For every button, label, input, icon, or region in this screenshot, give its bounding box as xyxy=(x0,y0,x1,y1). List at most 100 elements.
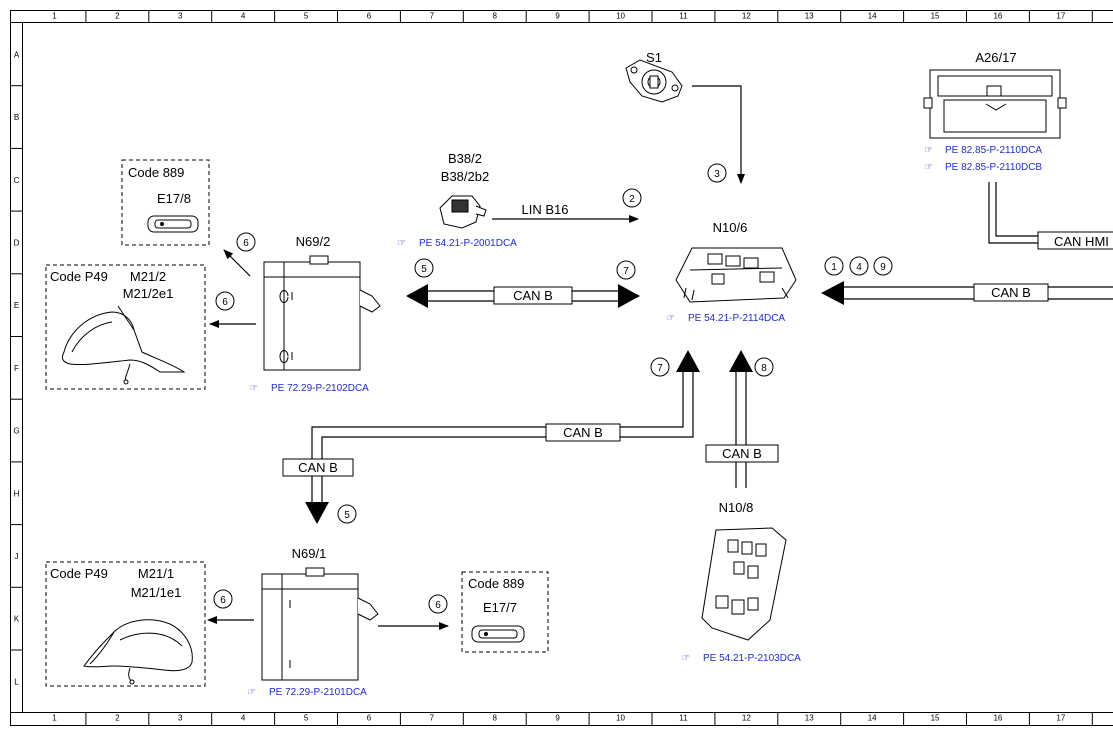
n69-2-ref-icon: ☞ xyxy=(249,383,258,394)
e17-8-lamp-icon xyxy=(148,216,198,232)
lin-b16-label: LIN B16 xyxy=(522,202,569,217)
signal-5-bottom-number: 5 xyxy=(344,510,350,521)
grid-row-J: J xyxy=(15,552,19,561)
grid-col-top-4: 4 xyxy=(241,12,246,21)
code-p49-top-label: Code P49 xyxy=(50,269,108,284)
grid-col-bottom-7: 7 xyxy=(430,714,435,723)
grid-row-E: E xyxy=(14,301,19,310)
can-b-n10-8-bus xyxy=(729,350,753,488)
m21-1-mirror-icon xyxy=(84,620,192,684)
grid-row-D: D xyxy=(14,238,20,247)
n69-1-ref[interactable]: PE 72.29-P-2101DCA xyxy=(269,687,367,698)
n10-6-ref-icon: ☞ xyxy=(666,313,675,324)
grid-col-top-8: 8 xyxy=(493,12,498,21)
signal-9-number: 9 xyxy=(880,262,886,273)
grid-row-C: C xyxy=(14,176,20,185)
n10-6-label: N10/6 xyxy=(713,220,748,235)
can-b-n10-8-label: CAN B xyxy=(722,446,762,461)
a26-17-ref-b[interactable]: PE 82.85-P-2110DCB xyxy=(945,162,1042,173)
signal-7-top-number: 7 xyxy=(623,266,629,277)
grid-col-top-15: 15 xyxy=(931,12,940,21)
can-b-right-label: CAN B xyxy=(991,285,1031,300)
s1-label: S1 xyxy=(646,50,662,65)
grid-col-top-10: 10 xyxy=(616,12,625,21)
code-889-top-label: Code 889 xyxy=(128,165,184,180)
n69-2-label: N69/2 xyxy=(296,234,331,249)
grid-row-B: B xyxy=(14,113,19,122)
signal-6-m21-2-number: 6 xyxy=(222,297,228,308)
n69-1-label: N69/1 xyxy=(292,546,327,561)
b38-2b2-label: B38/2b2 xyxy=(441,169,489,184)
m21-1e1-label: M21/1e1 xyxy=(131,585,182,600)
grid-col-top-12: 12 xyxy=(742,12,751,21)
m21-2-mirror-icon xyxy=(62,306,184,384)
grid-row-F: F xyxy=(14,364,19,373)
grid-col-bottom-14: 14 xyxy=(868,714,877,723)
grid-col-bottom-16: 16 xyxy=(993,714,1002,723)
n10-8-label: N10/8 xyxy=(719,500,754,515)
can-b-middle-label: CAN B xyxy=(563,425,603,440)
grid-row-A: A xyxy=(14,50,20,59)
a26-17-ref-b-icon: ☞ xyxy=(924,162,933,173)
m21-2e1-label: M21/2e1 xyxy=(123,286,174,301)
b38-2-ref-icon: ☞ xyxy=(397,238,406,249)
e17-8-label: E17/8 xyxy=(157,191,191,206)
signal-2-number: 2 xyxy=(629,194,635,205)
can-b-top-label: CAN B xyxy=(513,288,553,303)
grid-col-bottom-3: 3 xyxy=(178,714,183,723)
n69-1-ref-icon: ☞ xyxy=(247,687,256,698)
grid-col-bottom-17: 17 xyxy=(1056,714,1065,723)
grid-col-bottom-10: 10 xyxy=(616,714,625,723)
grid-col-top-16: 16 xyxy=(993,12,1002,21)
can-b-middle-bus xyxy=(305,350,700,524)
grid-col-bottom-4: 4 xyxy=(241,714,246,723)
grid-col-top-9: 9 xyxy=(555,12,560,21)
can-b-right-bus xyxy=(821,281,1113,305)
grid-col-top-11: 11 xyxy=(679,12,688,21)
n10-6-ref[interactable]: PE 54.21-P-2114DCA xyxy=(688,313,785,324)
n10-8-ref-icon: ☞ xyxy=(681,653,690,664)
signal-6-e17-8-number: 6 xyxy=(243,238,249,249)
a26-17-unit-icon xyxy=(924,70,1066,138)
grid-col-top-2: 2 xyxy=(115,12,120,21)
signal-6-m21-1-number: 6 xyxy=(220,595,226,606)
n10-6-module-icon xyxy=(676,248,796,302)
grid-col-bottom-2: 2 xyxy=(115,714,120,723)
grid-col-top-6: 6 xyxy=(367,12,372,21)
signal-5-top-number: 5 xyxy=(421,264,427,275)
grid-col-bottom-12: 12 xyxy=(742,714,751,723)
grid-row-H: H xyxy=(14,489,20,498)
signal-4-number: 4 xyxy=(856,262,862,273)
code-889-bottom-label: Code 889 xyxy=(468,576,524,591)
n10-8-ref[interactable]: PE 54.21-P-2103DCA xyxy=(703,653,801,664)
grid-row-K: K xyxy=(14,615,20,624)
b38-2-ref[interactable]: PE 54.21-P-2001DCA xyxy=(419,238,517,249)
grid-col-bottom-15: 15 xyxy=(931,714,940,723)
e17-7-lamp-icon xyxy=(472,626,524,642)
grid-col-top-5: 5 xyxy=(304,12,309,21)
grid-col-top-17: 17 xyxy=(1056,12,1065,21)
can-b-left-label: CAN B xyxy=(298,460,338,475)
m21-1-label: M21/1 xyxy=(138,566,174,581)
signal-7-middle-number: 7 xyxy=(657,363,663,374)
grid-col-bottom-11: 11 xyxy=(679,714,688,723)
grid-col-bottom-9: 9 xyxy=(555,714,560,723)
signal-6-e17-7-number: 6 xyxy=(435,600,441,611)
grid-col-bottom-6: 6 xyxy=(367,714,372,723)
grid-col-top-7: 7 xyxy=(430,12,435,21)
grid-col-bottom-8: 8 xyxy=(493,714,498,723)
n69-2-ref[interactable]: PE 72.29-P-2102DCA xyxy=(271,383,369,394)
n69-1-module-icon xyxy=(262,568,378,680)
a26-17-ref-a-icon: ☞ xyxy=(924,145,933,156)
grid-col-top-3: 3 xyxy=(178,12,183,21)
n69-2-module-icon xyxy=(264,256,380,370)
b38-2-label: B38/2 xyxy=(448,151,482,166)
grid-col-bottom-5: 5 xyxy=(304,714,309,723)
e17-7-label: E17/7 xyxy=(483,600,517,615)
m21-2-label: M21/2 xyxy=(130,269,166,284)
grid-row-L: L xyxy=(14,677,19,686)
a26-17-ref-a[interactable]: PE 82.85-P-2110DCA xyxy=(945,145,1042,156)
code-p49-bottom-label: Code P49 xyxy=(50,566,108,581)
